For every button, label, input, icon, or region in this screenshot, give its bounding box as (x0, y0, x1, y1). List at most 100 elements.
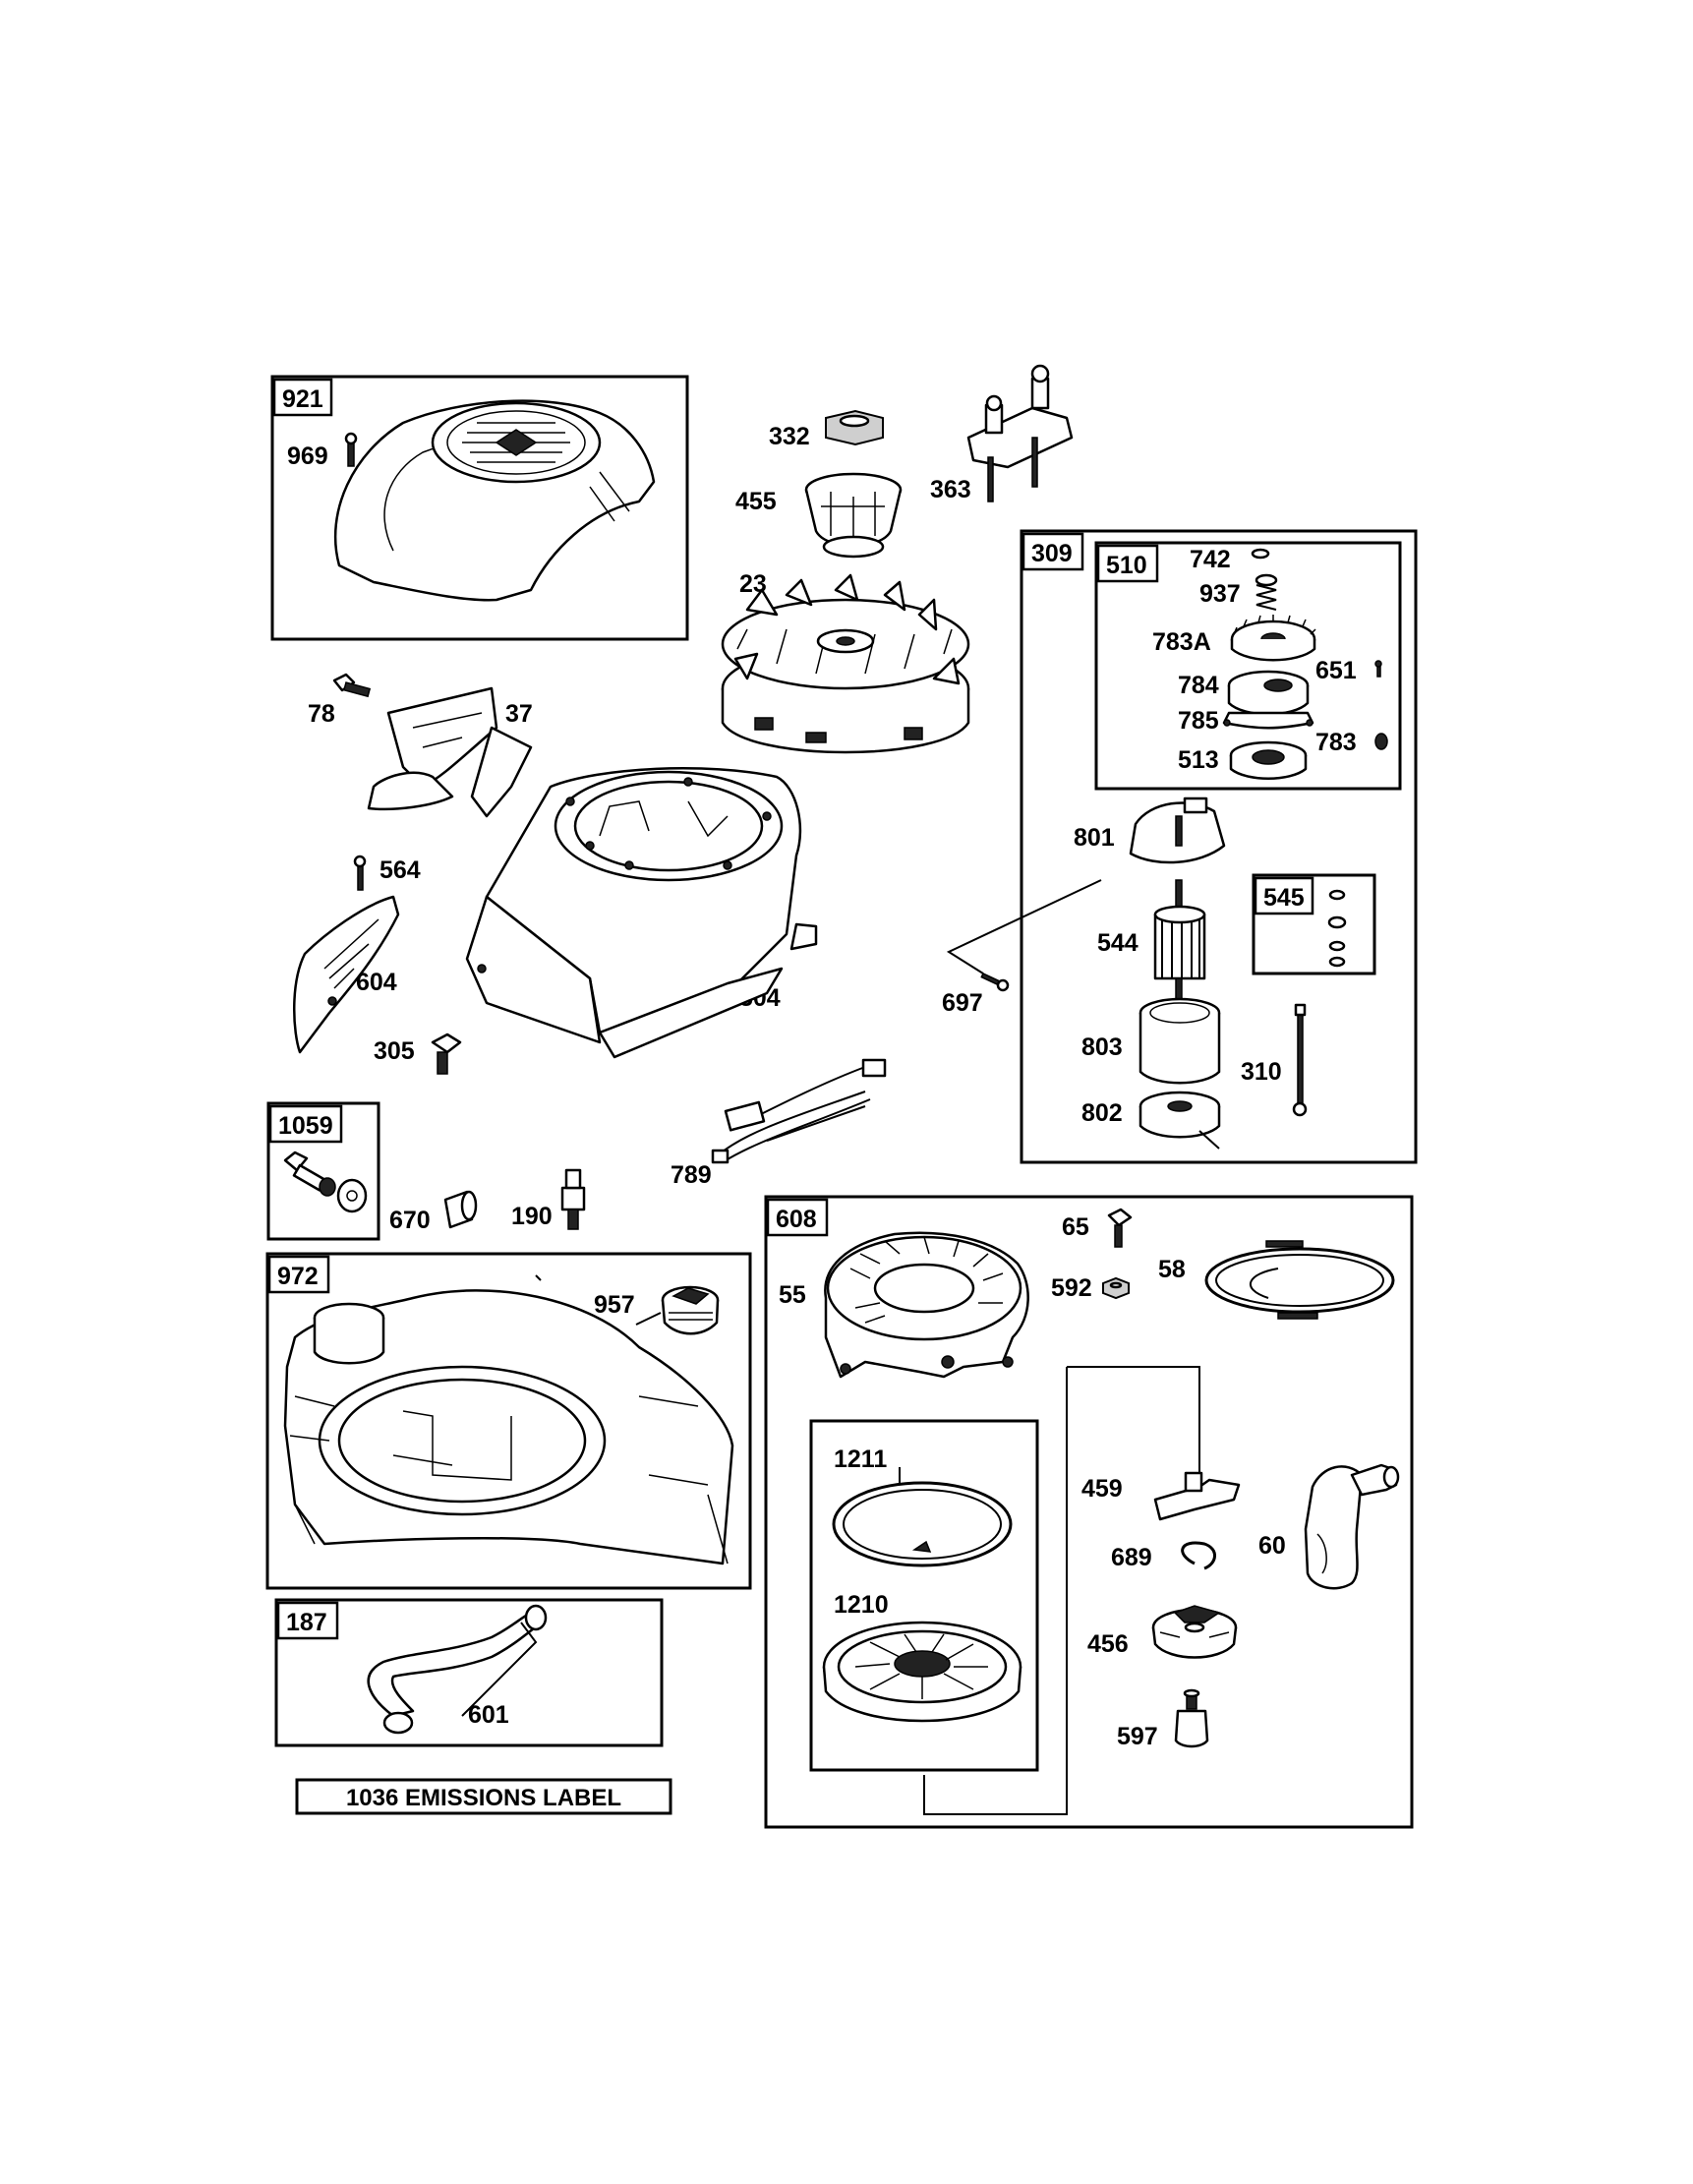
group-187: 187 601 (274, 1598, 664, 1747)
group-510-label: 510 (1106, 552, 1147, 579)
tank-mark (535, 1274, 542, 1281)
bolt-310 (1292, 1003, 1308, 1117)
screw-597 (1174, 1688, 1209, 1748)
part-455-label: 455 (735, 488, 777, 515)
spring-937 (1255, 573, 1278, 611)
end-cap-802 (1138, 1091, 1221, 1150)
group-545-label: 545 (1263, 884, 1305, 912)
group-972-label: 972 (277, 1263, 319, 1290)
part-592-label: 592 (1051, 1274, 1092, 1302)
blower-housing-304 (465, 767, 818, 1059)
bolt-697 (980, 973, 1010, 992)
part-459-label: 459 (1081, 1475, 1123, 1503)
group-608-label: 608 (776, 1206, 817, 1233)
part-789-label: 789 (671, 1161, 712, 1189)
part-332-label: 332 (769, 423, 810, 450)
group-1059: 1059 (266, 1101, 380, 1241)
part-55-label: 55 (779, 1281, 806, 1309)
part-190-label: 190 (511, 1203, 553, 1230)
part-456-label: 456 (1087, 1630, 1129, 1658)
part-601-label: 601 (468, 1701, 509, 1729)
group-972: 972 957 (265, 1252, 752, 1590)
air-guide-37 (367, 686, 533, 818)
screw-65 (1107, 1208, 1133, 1248)
part-60-label: 60 (1258, 1532, 1286, 1560)
cover-921-part (334, 399, 656, 602)
leader-957 (635, 1312, 662, 1326)
part-597-label: 597 (1117, 1723, 1158, 1750)
part-803-label: 803 (1081, 1033, 1123, 1061)
pawl-459 (1153, 1471, 1241, 1521)
group-309-label: 309 (1031, 540, 1073, 567)
leader-697 (946, 879, 1102, 974)
cap-957 (661, 1285, 720, 1335)
fuel-line-601 (367, 1604, 548, 1735)
nut-592 (1102, 1276, 1130, 1300)
part-783-label: 783 (1315, 729, 1357, 756)
screw-78 (332, 673, 372, 698)
screw-969 (344, 432, 358, 467)
group-510: 510 742 937 783A 651 784 (1094, 541, 1402, 791)
armature-544 (1153, 879, 1206, 1001)
flywheel-23 (721, 573, 970, 754)
fuel-tank-972 (283, 1289, 734, 1565)
part-651-label: 651 (1315, 657, 1357, 684)
part-969-label: 969 (287, 443, 328, 470)
part-801-label: 801 (1074, 824, 1115, 852)
gear-783a (1230, 615, 1316, 662)
baffle-604 (292, 895, 400, 1054)
emissions-label-box: 1036 EMISSIONS LABEL (295, 1778, 672, 1815)
part-1210-label: 1210 (834, 1591, 889, 1619)
part-742-label: 742 (1190, 546, 1231, 573)
part-363-label: 363 (930, 476, 971, 503)
part-544-label: 544 (1097, 929, 1138, 957)
part-65-label: 65 (1062, 1213, 1089, 1241)
clutch-784 (1227, 670, 1310, 716)
group-187-label: 187 (286, 1609, 327, 1636)
part-58-label: 58 (1158, 1256, 1186, 1283)
bumper-783 (1374, 733, 1388, 750)
group-309: 309 510 742 937 783A 651 (942, 529, 1418, 1164)
part-310-label: 310 (1241, 1058, 1282, 1086)
part-78-label: 78 (308, 700, 335, 728)
end-cap-801 (1129, 797, 1226, 864)
part-23-label: 23 (739, 570, 767, 598)
connector-line (923, 1367, 1068, 1815)
clutch-513 (1229, 740, 1308, 780)
handle-60 (1304, 1463, 1400, 1590)
group-921-label: 921 (282, 385, 323, 413)
part-670-label: 670 (389, 1207, 431, 1234)
fitting-190 (560, 1168, 586, 1230)
emissions-label-text: 1036 EMISSIONS LABEL (346, 1785, 621, 1811)
group-608: 608 65 592 58 55 (764, 1195, 1414, 1829)
clip-689 (1181, 1541, 1216, 1570)
starter-cup-455 (804, 472, 903, 559)
part-564-label: 564 (379, 856, 421, 884)
bushing-670 (443, 1190, 478, 1229)
connector-line-459 (1067, 1366, 1200, 1475)
clip-742 (1251, 548, 1270, 560)
starter-housing-55 (824, 1231, 1029, 1379)
housing-803 (1138, 997, 1221, 1085)
spring-1211 (832, 1467, 1013, 1567)
part-689-label: 689 (1111, 1544, 1152, 1571)
part-37-label: 37 (505, 700, 533, 728)
part-1211-label: 1211 (834, 1446, 887, 1473)
group-545: 545 (1252, 873, 1376, 975)
part-305-label: 305 (374, 1037, 415, 1065)
rope-58 (1204, 1240, 1395, 1320)
inner-group-box: 1211 1210 (809, 1419, 1039, 1772)
part-784-label: 784 (1178, 672, 1219, 699)
part-697-label: 697 (942, 989, 983, 1017)
wiring-harness-789 (711, 1058, 887, 1164)
part-957-label: 957 (594, 1291, 635, 1319)
group-1059-label: 1059 (278, 1112, 333, 1140)
screw-564 (353, 855, 367, 891)
pulley-1210 (822, 1621, 1022, 1723)
bracket-363 (966, 364, 1074, 502)
retainer-456 (1151, 1605, 1238, 1659)
part-937-label: 937 (1199, 580, 1241, 608)
pin-651 (1374, 660, 1382, 678)
part-785-label: 785 (1178, 707, 1219, 735)
